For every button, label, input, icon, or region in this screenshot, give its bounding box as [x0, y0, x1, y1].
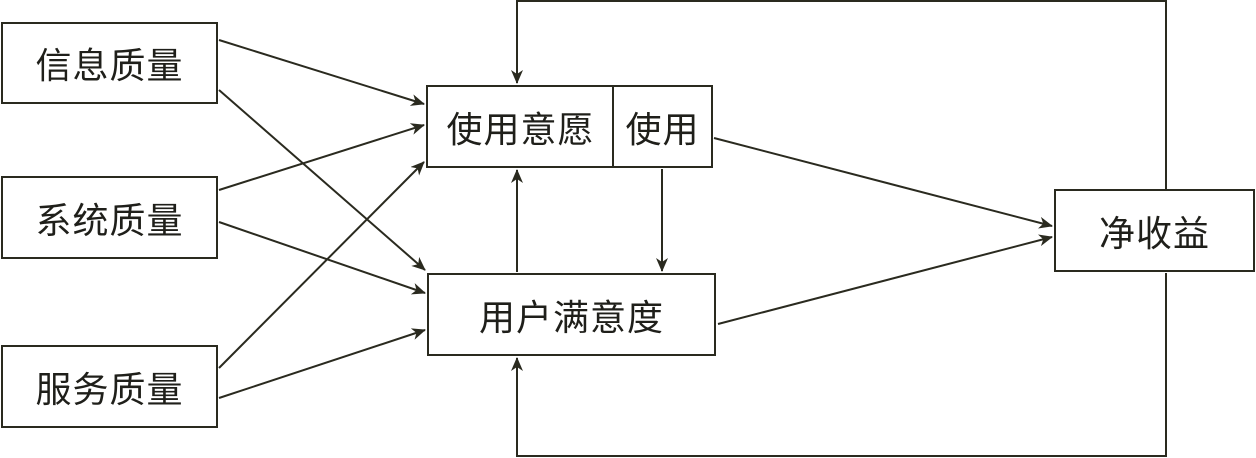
node-intention-to-use: 使用意愿 — [426, 85, 614, 168]
arrow-service-to-intention — [218, 161, 425, 369]
arrow-satisfaction-to-net-benefits — [717, 234, 1053, 325]
feedback-net-benefits-to-satisfaction — [511, 273, 1167, 457]
node-label: 信息质量 — [35, 46, 184, 87]
node-label: 净收益 — [1098, 213, 1210, 255]
node-use: 使用 — [612, 85, 713, 168]
feedback-net-benefits-to-intention — [511, 0, 1167, 189]
node-system-quality: 系统质量 — [1, 176, 218, 259]
arrow-info-to-intention — [218, 39, 425, 106]
arrow-system-to-satisfaction — [218, 221, 426, 295]
node-label: 使用意愿 — [446, 109, 595, 151]
node-information-quality: 信息质量 — [1, 22, 218, 104]
node-label: 系统质量 — [35, 200, 184, 242]
node-service-quality: 服务质量 — [1, 345, 218, 428]
node-label: 用户满意度 — [478, 297, 664, 339]
node-label: 使用 — [625, 109, 700, 151]
node-net-benefits: 净收益 — [1054, 189, 1255, 272]
arrow-use-to-net-benefits — [713, 137, 1053, 229]
arrow-info-to-satisfaction — [218, 89, 426, 271]
arrow-service-to-satisfaction — [218, 328, 426, 399]
arrow-system-to-intention — [218, 123, 425, 191]
node-label: 服务质量 — [35, 369, 184, 411]
node-user-satisfaction: 用户满意度 — [427, 273, 716, 356]
